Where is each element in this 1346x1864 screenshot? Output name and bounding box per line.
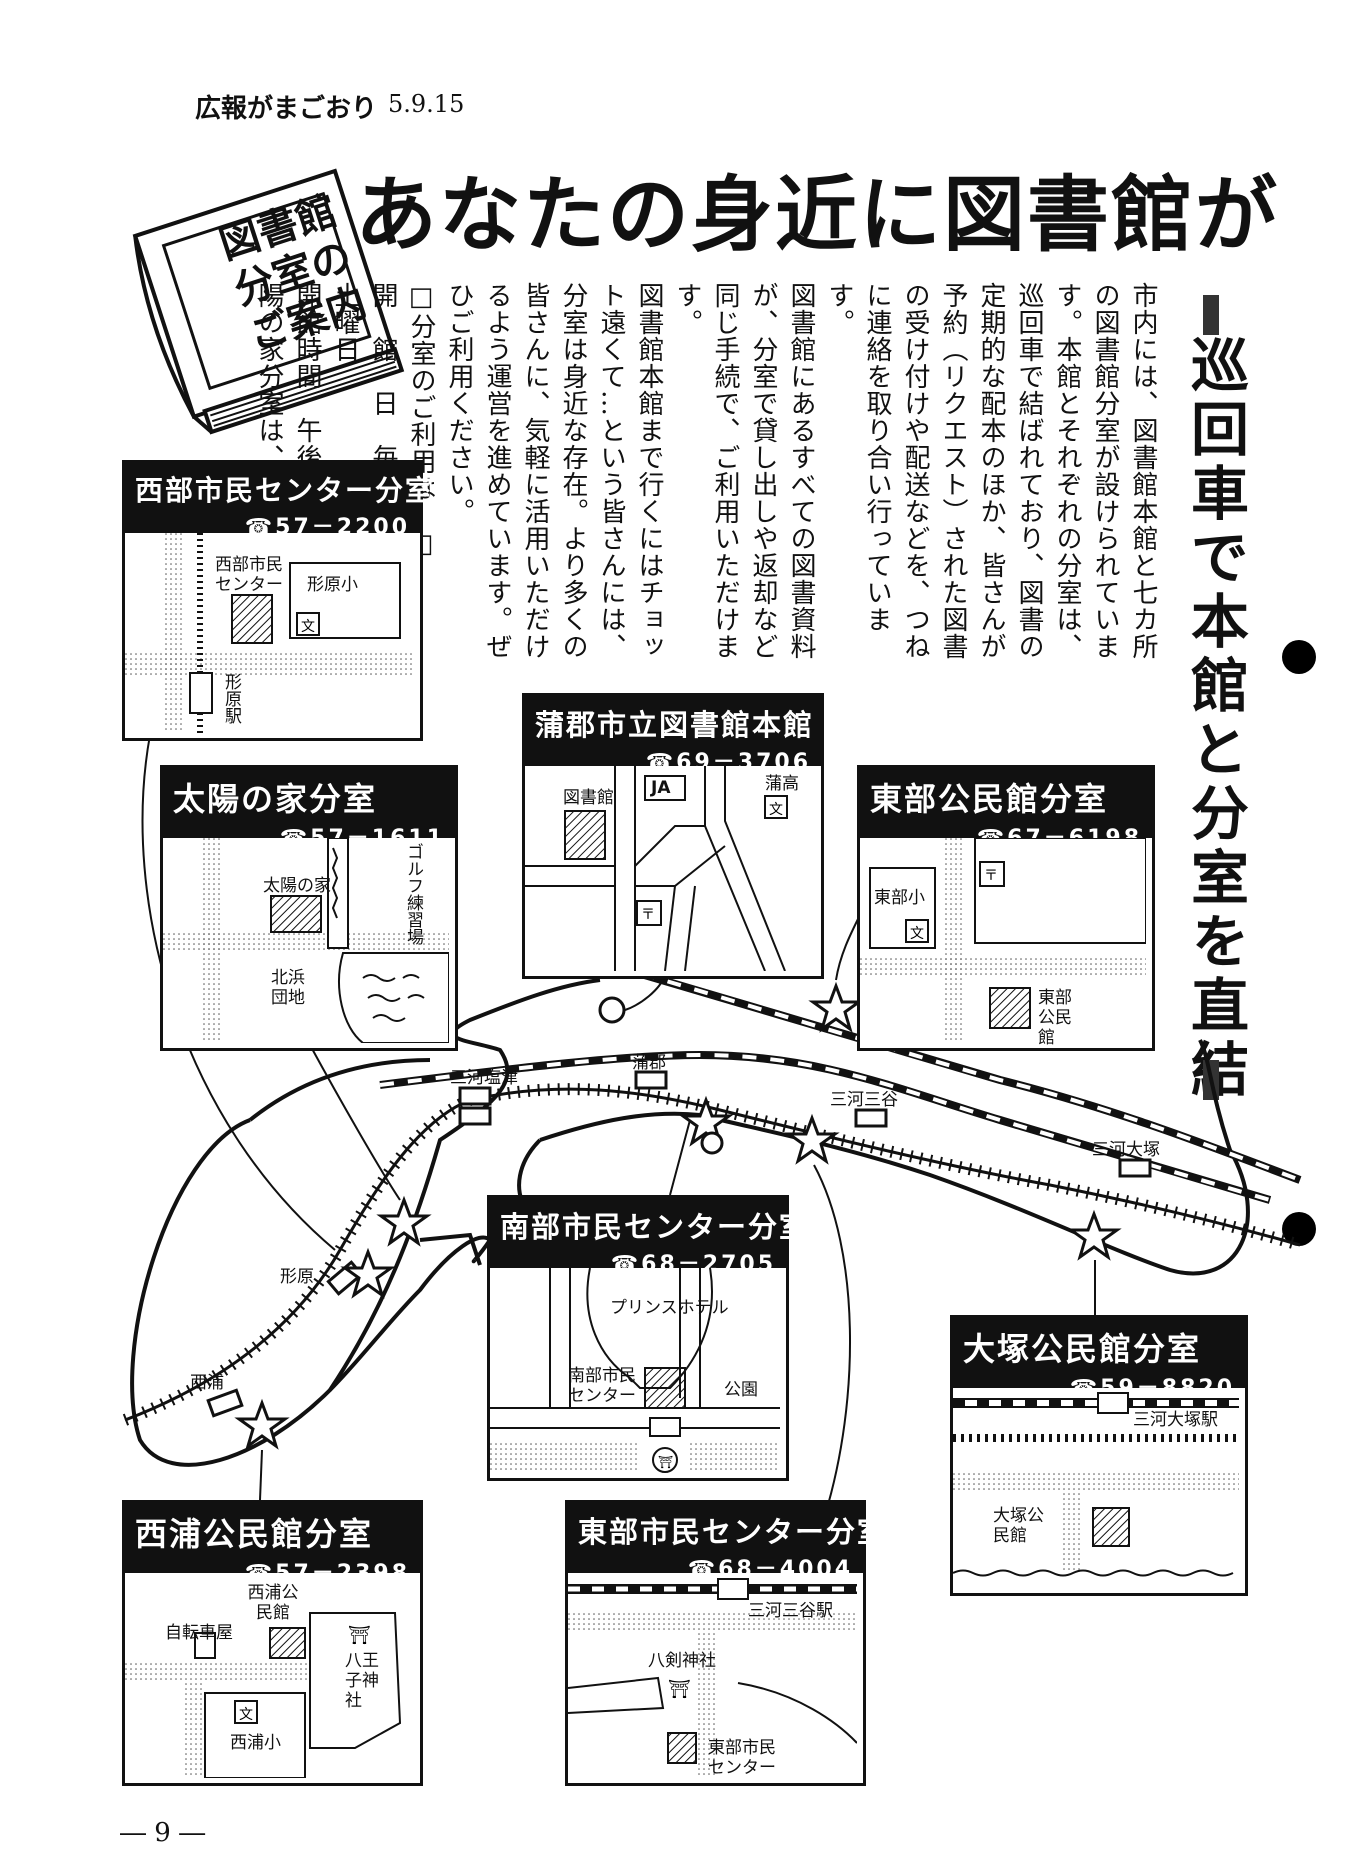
map-label: 東部公民館 (1038, 988, 1072, 1048)
panel-header: 太陽の家分室 ☎57－1611 (163, 768, 455, 851)
map-label: 西浦公民館 (247, 1583, 299, 1623)
map-label: 図書館 (563, 788, 614, 808)
branch-map (953, 1392, 1239, 1577)
svg-text:⛩: ⛩ (348, 1625, 371, 1646)
station-label: 三河塩津 (450, 1068, 518, 1088)
station-label: 三河大塚 (1092, 1140, 1160, 1160)
panel-nanbu: 南部市民センター分室 ☎68－2705 ⛩ プリンスホテル 南部市民センター 公… (487, 1195, 811, 1481)
body-paragraph-1: 市内には、図書館本館と七カ所の図書館分室が設けられています。本館とそれぞれの分室… (824, 282, 1158, 660)
map-label: 西浦小 (230, 1733, 281, 1753)
panel-tobu-center: 東部市民センター分室 ☎68－4004 ⛩ 三河三谷駅 八剣神社 東部市民センタ… (565, 1500, 889, 1786)
map-label: JA (651, 778, 671, 798)
svg-text:文: 文 (301, 619, 315, 635)
map-label: 大塚公民館 (993, 1506, 1044, 1546)
panel-title: 西部市民センター分室 (135, 474, 436, 507)
panel-phone: ☎69－3706 (645, 750, 811, 775)
svg-text:文: 文 (239, 1707, 253, 1723)
panel-honkan: 蒲郡市立図書館本館 ☎69－3706 文 〒 図書館 JA 蒲高 (522, 693, 824, 979)
branch-map: 文 ⛩ (125, 1612, 402, 1778)
book-badge: 図書館 分室の ご案内 (100, 130, 420, 450)
svg-text:⛩: ⛩ (658, 1455, 673, 1469)
panel-phone: ☎68－2705 (610, 1252, 776, 1277)
book-icon (132, 168, 405, 435)
body-text: 市内には、図書館本館と七カ所の図書館分室が設けられています。本館とそれぞれの分室… (254, 282, 1162, 687)
branch-map: 文 〒 (860, 838, 1146, 1043)
svg-text:⛩: ⛩ (668, 1679, 691, 1700)
panel-title: 大塚公民館分室 (963, 1330, 1202, 1368)
panel-tobu-kominkan: 東部公民館分室 ☎67－6198 文 〒 東部小 東部公民館 (857, 765, 1155, 1051)
panel-title: 南部市民センター分室 (500, 1210, 811, 1244)
panel-phone: ☎57－2398 (244, 1561, 410, 1586)
map-label: プリンスホテル (610, 1298, 729, 1318)
headline: あなたの身近に図書館が (355, 168, 1280, 263)
subheadline: 巡回車で本館と分室を直結 (1181, 335, 1249, 1103)
branch-map: ⛩ (490, 1268, 780, 1473)
panel-title: 西浦公民館分室 (135, 1515, 374, 1553)
panel-taiyo: 太陽の家分室 ☎57－1611 太陽の家 ゴルフ練習場 北浜団地 (160, 765, 458, 1051)
svg-text:〒: 〒 (984, 868, 998, 884)
map-label: 八剣神社 (648, 1651, 716, 1671)
panel-title: 東部公民館分室 (870, 780, 1109, 818)
map-label: 公園 (724, 1380, 758, 1400)
map-label: 自転車屋 (165, 1623, 233, 1643)
branch-map (163, 838, 449, 1043)
panel-title: 蒲郡市立図書館本館 (535, 708, 815, 742)
map-label: 三河大塚駅 (1133, 1410, 1218, 1430)
station-label: 形原 (280, 1267, 314, 1287)
station-label: 蒲郡 (632, 1053, 666, 1073)
panel-header: 東部市民センター分室 ☎68－4004 (568, 1503, 889, 1582)
panel-phone: ☎68－4004 (687, 1557, 853, 1582)
branch-map: 文 〒 (525, 766, 788, 971)
panel-phone: ☎57－1611 (279, 826, 445, 851)
map-label: 北浜団地 (271, 968, 305, 1008)
branch-map: ⛩ (568, 1578, 857, 1778)
panel-seibu: 西部市民センター分室 ☎57－2200 文 西部市民センター 形原小 形原駅 (122, 460, 436, 741)
publication-date: 5.9.15 (388, 90, 465, 118)
map-label: 形原駅 (221, 673, 241, 724)
map-label: 東部小 (874, 888, 925, 908)
map-label: 三河三谷駅 (748, 1601, 833, 1621)
map-label: 東部市民センター (708, 1738, 776, 1778)
panel-header: 蒲郡市立図書館本館 ☎69－3706 (525, 696, 821, 775)
body-paragraph-2: 図書館にあるすべての図書資料が、分室で貸し出しや返却など同じ手続で、ご利用いただ… (672, 282, 816, 660)
panel-otsuka: 大塚公民館分室 ☎59－8820 三河大塚駅 大塚公民館 (950, 1315, 1248, 1596)
publication-name: 広報がまごおり (195, 94, 378, 124)
subheadline-bar-top (1203, 295, 1219, 335)
panel-phone: ☎57－2200 (244, 515, 410, 540)
decorative-dot (1282, 640, 1316, 674)
panel-header: 南部市民センター分室 ☎68－2705 (490, 1198, 811, 1277)
panel-header: 西浦公民館分室 ☎57－2398 (125, 1503, 420, 1586)
svg-text:〒: 〒 (641, 907, 655, 923)
panel-phone: ☎59－8820 (1069, 1376, 1235, 1401)
branch-map: 文 (125, 533, 414, 733)
map-label: 太陽の家 (263, 876, 331, 896)
panel-nishiura: 西浦公民館分室 ☎57－2398 文 ⛩ 西浦公民館 自転車屋 八王子神社 西浦… (122, 1500, 423, 1786)
station-label: 三河三谷 (830, 1090, 898, 1110)
panel-title: 東部市民センター分室 (578, 1515, 889, 1549)
svg-text:文: 文 (910, 926, 924, 942)
map-label: 形原小 (307, 575, 358, 595)
panel-header: 大塚公民館分室 ☎59－8820 (953, 1318, 1245, 1401)
body-paragraph-3: 図書館本館まで行くにはチョット遠くて…という皆さんには、分室は身近な存在。より多… (444, 282, 664, 660)
map-label: 八王子神社 (345, 1651, 379, 1711)
map-label: 蒲高 (765, 774, 799, 794)
map-label: 西部市民センター (215, 555, 283, 595)
station-label: 西浦 (190, 1373, 224, 1393)
svg-text:文: 文 (769, 802, 783, 818)
map-label: ゴルフ練習場 (403, 843, 423, 945)
panel-title: 太陽の家分室 (173, 780, 378, 818)
panel-header: 西部市民センター分室 ☎57－2200 (125, 463, 436, 540)
page-number: ― 9 ― (120, 1818, 206, 1848)
panel-header: 東部公民館分室 ☎67－6198 (860, 768, 1152, 851)
map-label: 南部市民センター (568, 1366, 636, 1406)
